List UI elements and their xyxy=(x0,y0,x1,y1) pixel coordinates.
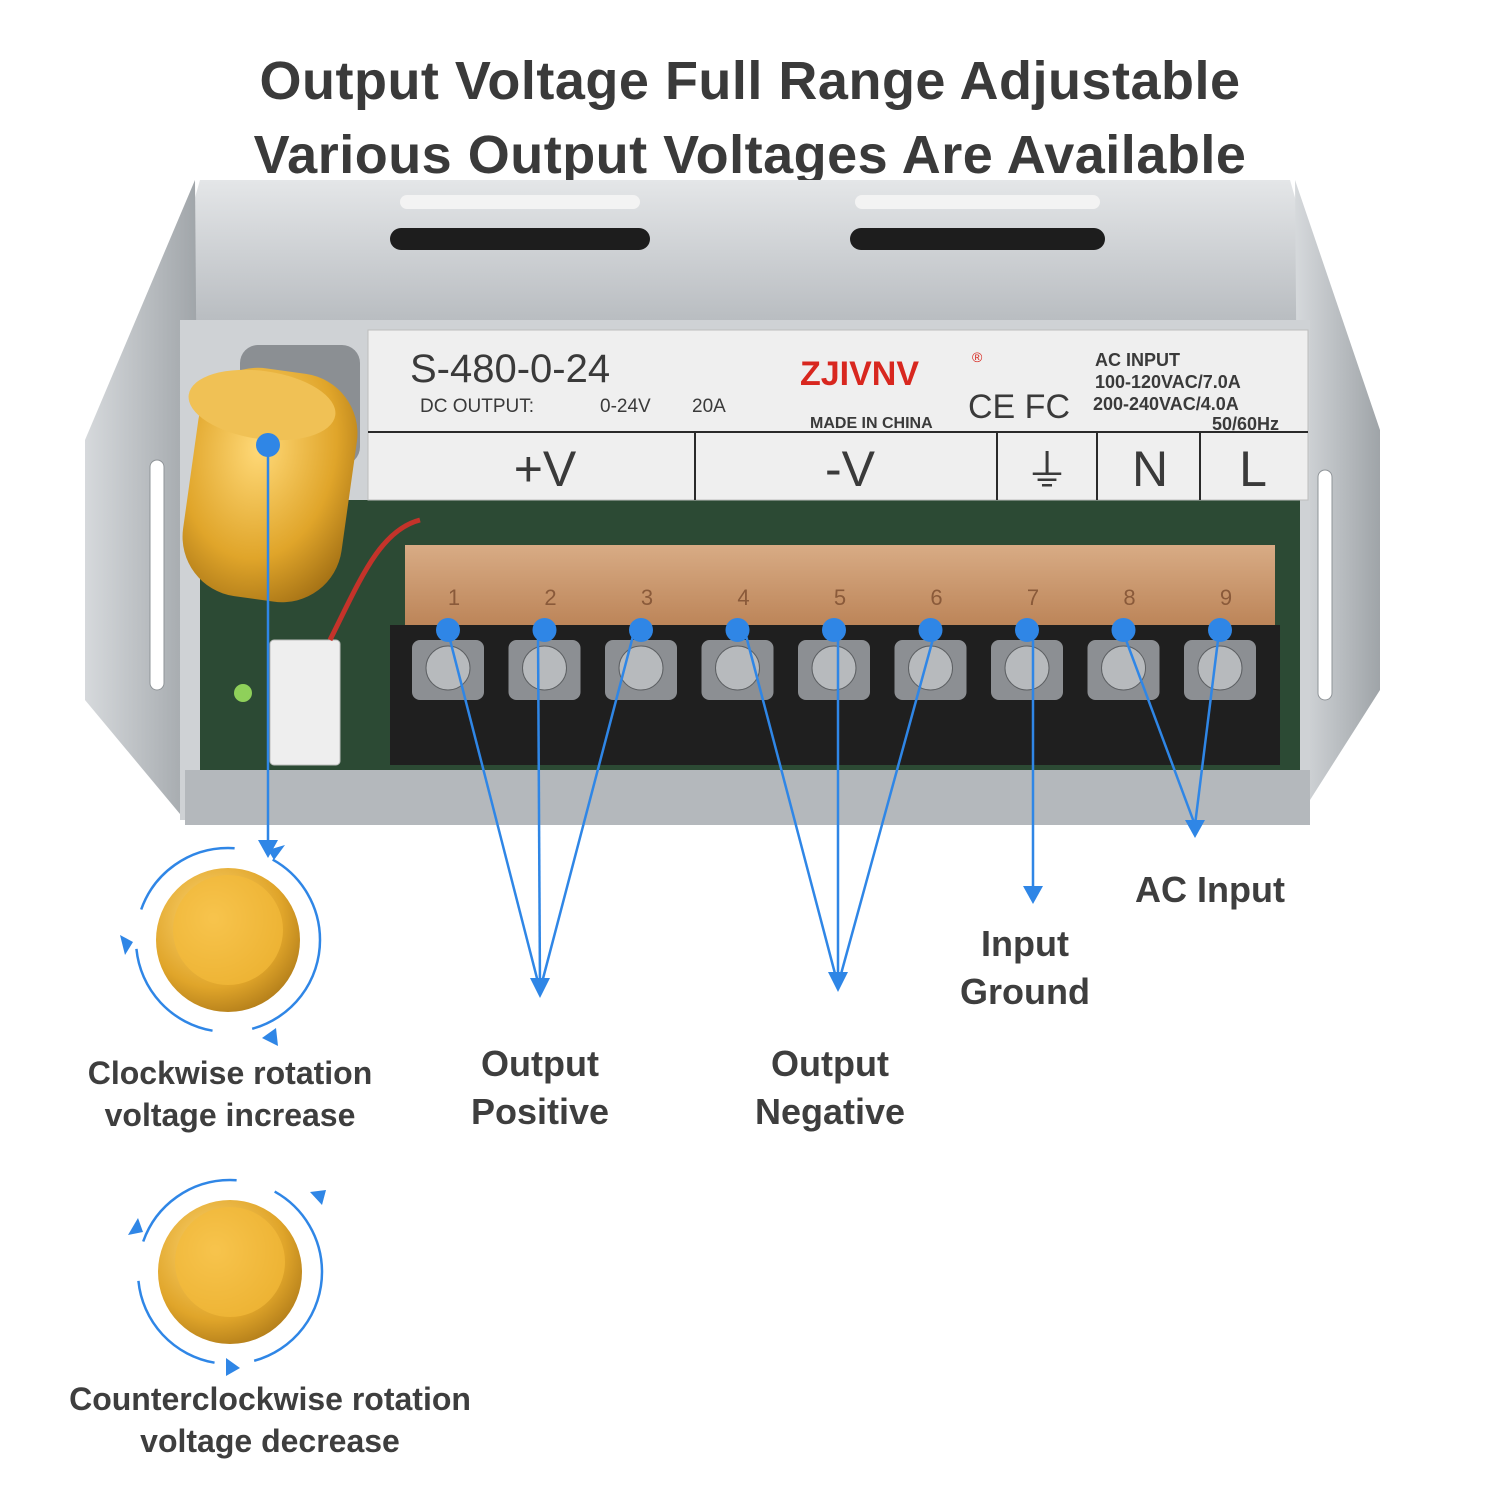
terminal-marker-dot xyxy=(532,618,557,642)
terminal-screw-head xyxy=(1197,645,1243,691)
terminal-label-plus-v: +V xyxy=(514,441,577,497)
terminal-number: 9 xyxy=(1220,585,1232,610)
terminal-marker-dot xyxy=(436,618,460,642)
terminal-screw-head xyxy=(811,645,857,691)
terminal-label-n: N xyxy=(1132,441,1168,497)
terminal-screw-head xyxy=(425,645,471,691)
terminal-marker-dot xyxy=(629,618,653,642)
knob-icon xyxy=(182,367,358,603)
output-positive-callout: Output Positive xyxy=(430,1040,650,1136)
terminal-number: 7 xyxy=(1027,585,1039,610)
ac-input-title: AC INPUT xyxy=(1095,350,1180,370)
headline-line-1: Output Voltage Full Range Adjustable xyxy=(259,51,1241,111)
made-in-label: MADE IN CHINA xyxy=(810,415,933,432)
terminal-marker-dot xyxy=(725,618,750,642)
terminal-screw-head xyxy=(618,645,664,691)
ac-input-line-2: 200-240VAC/4.0A xyxy=(1093,394,1239,414)
clockwise-knob-illustration xyxy=(120,845,322,1046)
brand-registered-mark: ® xyxy=(972,349,983,365)
output-negative-text: Output Negative xyxy=(754,1043,906,1132)
certification-marks: CE FC xyxy=(968,388,1070,426)
dc-output-voltage: 0-24V xyxy=(600,396,651,417)
output-negative-callout: Output Negative xyxy=(720,1040,940,1136)
input-ground-text: Input Ground xyxy=(960,923,1090,1012)
terminal-marker-dot xyxy=(1208,618,1232,642)
terminal-number: 4 xyxy=(737,585,749,610)
headline-line-2: Various Output Voltages Are Available xyxy=(253,125,1247,185)
dc-output-current: 20A xyxy=(692,396,726,417)
terminal-screw-head xyxy=(715,645,760,691)
terminal-marker-dot xyxy=(1111,618,1136,642)
knob-marker-dot xyxy=(256,433,280,457)
clockwise-caption: Clockwise rotation voltage increase xyxy=(87,1055,373,1133)
terminal-screw-head xyxy=(522,645,567,691)
counterclockwise-knob-illustration xyxy=(128,1178,326,1376)
ac-input-callout: AC Input xyxy=(1100,866,1320,914)
terminal-marker-dot xyxy=(1015,618,1039,642)
terminal-label-minus-v: -V xyxy=(825,441,876,497)
counterclockwise-caption: Counterclockwise rotation voltage decrea… xyxy=(69,1381,471,1459)
input-ground-callout: Input Ground xyxy=(920,920,1130,1016)
output-positive-text: Output Positive xyxy=(470,1043,610,1132)
terminal-marker-dot xyxy=(822,618,846,642)
ground-icon: ⏚ xyxy=(1025,447,1069,496)
terminal-screw-head xyxy=(1101,645,1146,691)
ac-input-text: AC Input xyxy=(1135,869,1285,910)
terminal-block: 1 2 3 4 5 6 7 8 9 xyxy=(412,585,1256,700)
terminal-screw-head xyxy=(1004,645,1050,691)
terminal-number: 6 xyxy=(930,585,942,610)
ac-input-frequency: 50/60Hz xyxy=(1212,414,1279,434)
model-number: S-480-0-24 xyxy=(410,347,610,391)
terminal-number: 3 xyxy=(641,585,653,610)
terminal-markers xyxy=(256,433,1232,642)
terminal-number: 8 xyxy=(1123,585,1135,610)
brand-logo: ZJIVNV xyxy=(800,355,919,393)
ac-input-line-1: 100-120VAC/7.0A xyxy=(1095,372,1241,392)
terminal-label-l: L xyxy=(1239,441,1267,497)
dc-output-label: DC OUTPUT: xyxy=(420,396,534,417)
terminal-marker-dot xyxy=(918,618,943,642)
terminal-number: 5 xyxy=(834,585,846,610)
terminal-number: 2 xyxy=(544,585,556,610)
terminal-number: 1 xyxy=(448,585,460,610)
